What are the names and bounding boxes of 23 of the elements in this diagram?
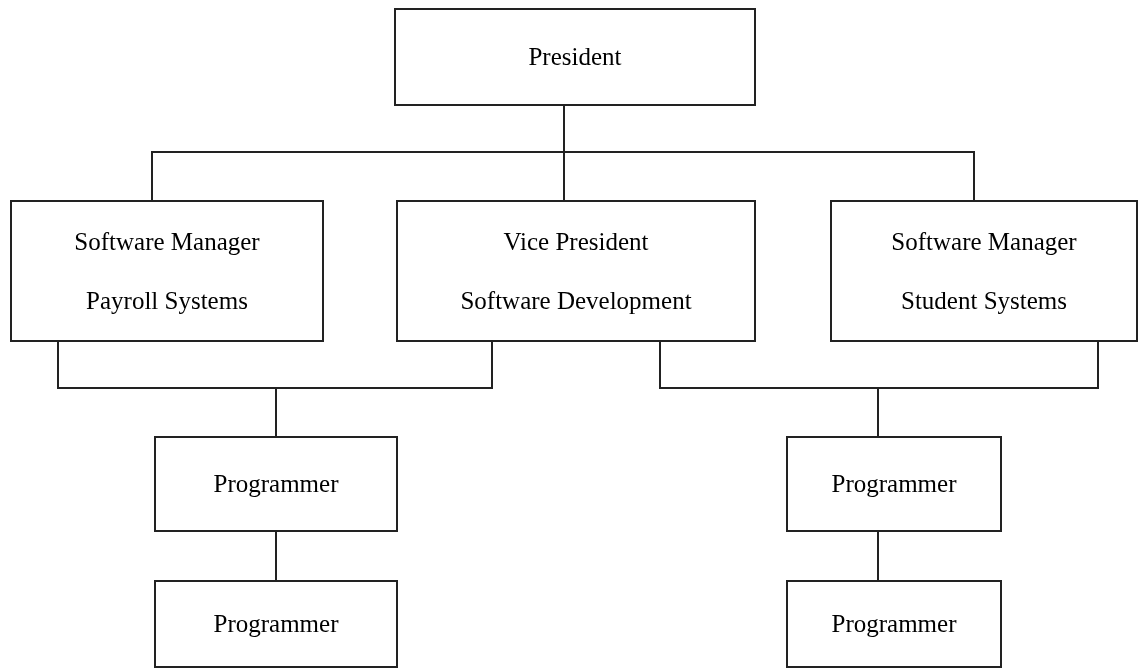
org-box bbox=[786, 580, 1002, 668]
role-title: Programmer bbox=[213, 469, 339, 500]
org-box bbox=[394, 8, 756, 106]
role-title: Software Manager bbox=[74, 226, 260, 257]
role-title: Vice President bbox=[503, 226, 649, 257]
org-box bbox=[396, 200, 756, 342]
role-title: Programmer bbox=[213, 609, 339, 640]
org-box bbox=[10, 200, 324, 342]
connector-line bbox=[877, 341, 1099, 437]
connector-line bbox=[877, 531, 879, 581]
role-title: Payroll Systems bbox=[86, 286, 248, 316]
connector-line bbox=[275, 531, 277, 581]
org-box bbox=[830, 200, 1138, 342]
org-box bbox=[154, 580, 398, 668]
role-title: Software Development bbox=[460, 286, 692, 316]
org-box bbox=[786, 436, 1002, 532]
role-title: Software Manager bbox=[891, 226, 1077, 257]
role-title: President bbox=[528, 42, 622, 73]
role-title: Student Systems bbox=[901, 286, 1067, 316]
role-title: Programmer bbox=[831, 609, 957, 640]
role-title: Programmer bbox=[831, 469, 957, 500]
connector-line bbox=[275, 341, 493, 437]
org-box bbox=[154, 436, 398, 532]
